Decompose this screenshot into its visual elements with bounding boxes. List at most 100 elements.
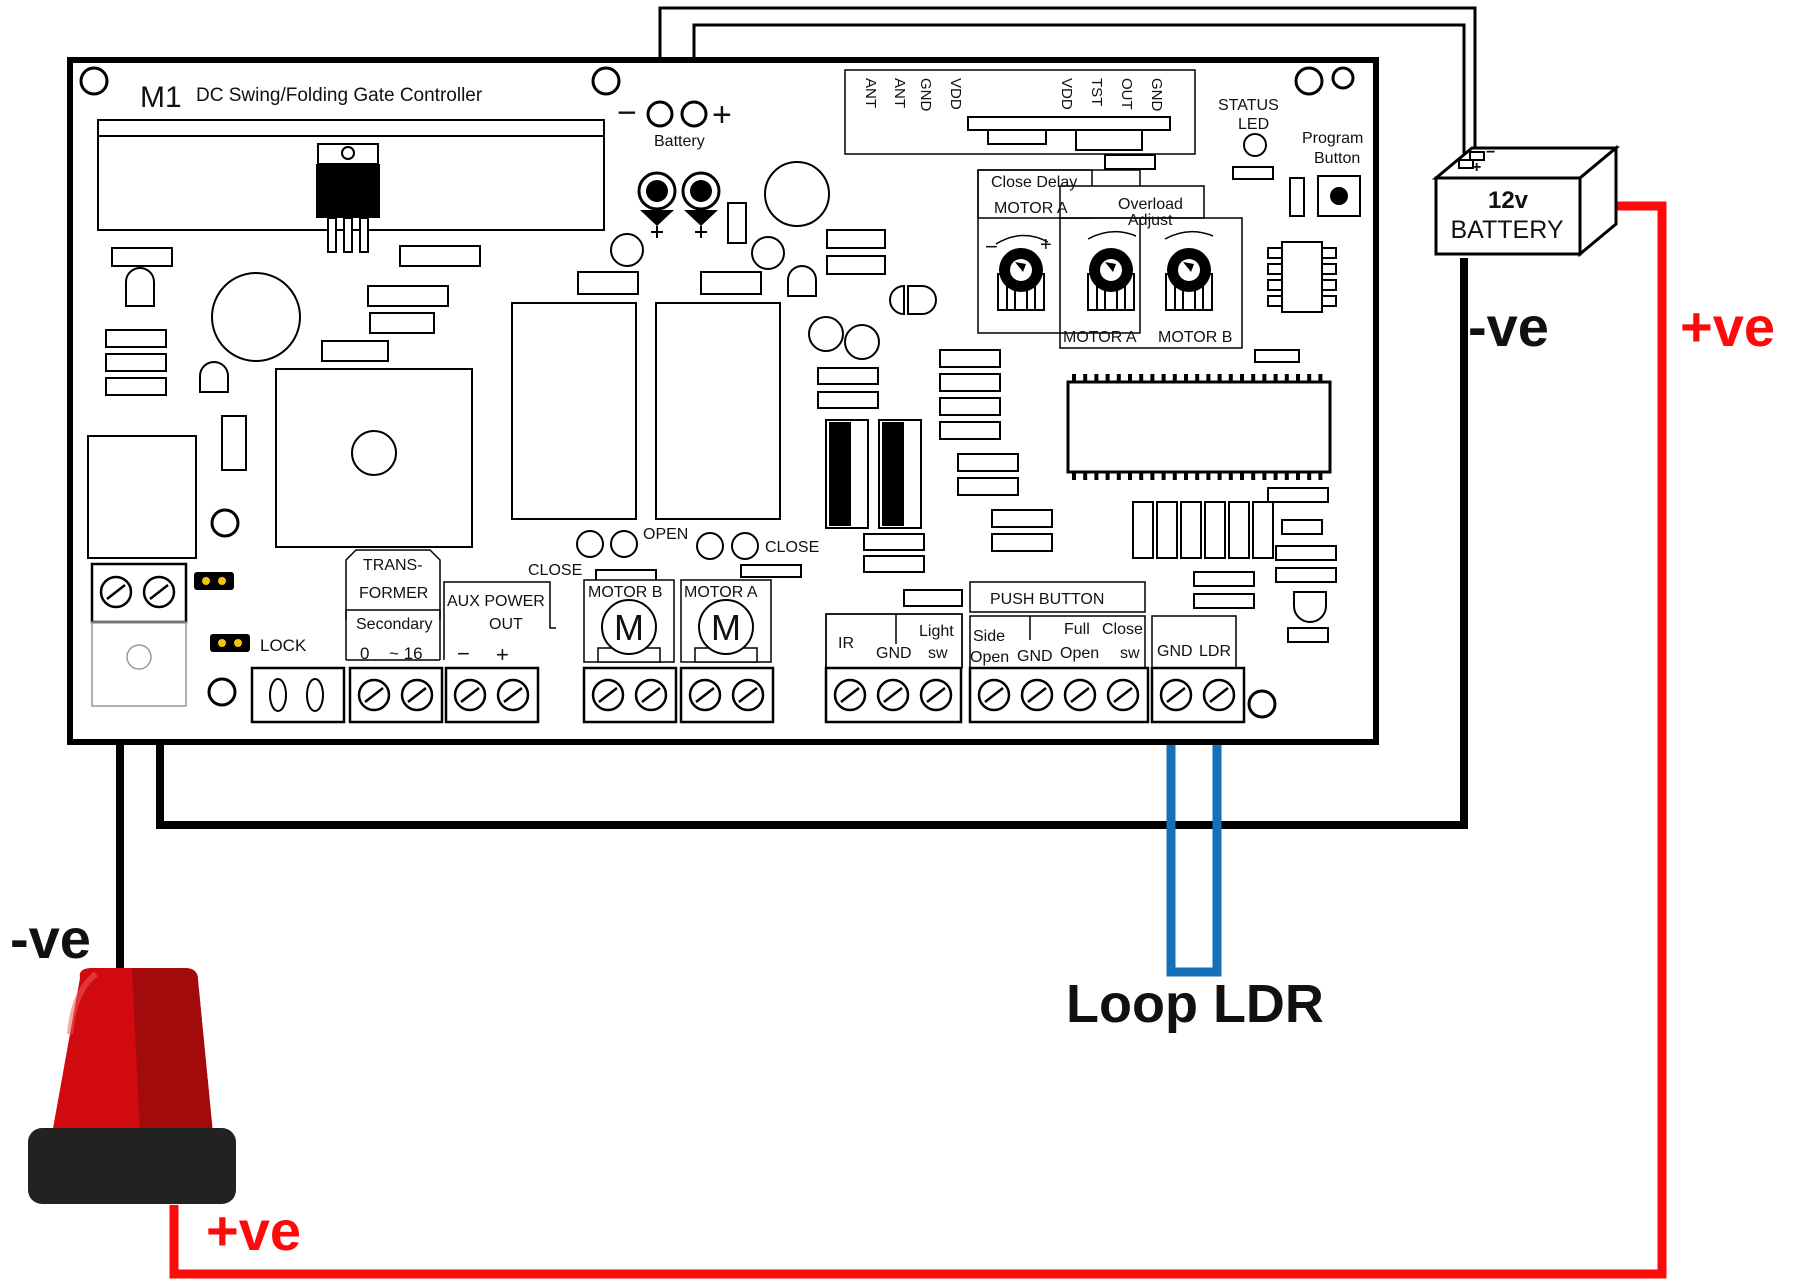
pot-close-delay: [997, 248, 1045, 311]
pb-gnd-label: GND: [1017, 648, 1053, 665]
ic-8pin: [1267, 241, 1337, 313]
status-led: [1243, 133, 1267, 157]
motor-b-symbol: M: [614, 607, 644, 648]
lock-label: LOCK: [260, 636, 307, 655]
terminal-aux-power: [444, 666, 540, 724]
board-battery-terminal-positive: [680, 100, 708, 128]
terminal-transformer: [348, 666, 444, 724]
transformer-label-1: TRANS-: [363, 557, 423, 574]
led-label-open: OPEN: [643, 526, 688, 543]
aux-out-label: OUT: [489, 616, 523, 633]
battery-plus-sign: +: [1472, 159, 1481, 176]
program-button-label-1: Program: [1302, 130, 1363, 147]
relay-1: [511, 302, 637, 520]
pot-minus: −: [985, 234, 998, 259]
ir-gnd-label: GND: [876, 645, 912, 662]
mounting-holes: [79, 66, 1355, 719]
loop-ldr-label: Loop LDR: [1066, 974, 1324, 1034]
resistor-bank: [1132, 501, 1274, 559]
pot-plus: +: [1040, 234, 1052, 256]
battery-terminal-plus: [1458, 159, 1474, 169]
secondary-pin-0: 0: [360, 644, 369, 663]
header-pin-8: GND: [1148, 78, 1165, 112]
voltage-regulator: [316, 143, 380, 253]
battery-negative-label: -ve: [1468, 295, 1549, 358]
light-label: Light: [919, 623, 954, 640]
header-pin-1: ANT: [862, 78, 879, 108]
board-battery-plus: +: [712, 96, 732, 134]
header-pin-7: OUT: [1118, 78, 1135, 110]
board-model: M1: [140, 81, 182, 114]
loop-ldr-wire: [1166, 698, 1222, 977]
push-button-title: PUSH BUTTON: [990, 591, 1104, 608]
board-battery-minus: −: [617, 94, 637, 132]
battery-voltage: 12v: [1488, 187, 1529, 214]
terminal-motor-a: [679, 666, 775, 724]
led-label-close-a: CLOSE: [528, 562, 582, 579]
terminal-motor-b: [582, 666, 678, 724]
header-pin-labels: ANT ANT GND VDD VDD TST OUT GND: [862, 78, 1165, 112]
secondary-label: Secondary: [356, 616, 433, 633]
terminal-blocks: [99, 575, 1246, 724]
overload-label: Overload: [1118, 196, 1183, 213]
board-battery-terminal-negative: [646, 100, 674, 128]
battery-positive-label: +ve: [1680, 295, 1775, 358]
pot-overload-motor-a: [1087, 248, 1135, 311]
ir-label: IR: [838, 635, 854, 652]
mosfets: [825, 419, 922, 529]
positive-wire: [169, 201, 1667, 1279]
pb-close-label: Close: [1102, 621, 1143, 638]
terminal-ir: [824, 666, 963, 724]
led-diodes: [637, 171, 721, 238]
pb-side-label: Side: [973, 628, 1005, 645]
board-title: DC Swing/Folding Gate Controller: [196, 85, 483, 106]
program-button-label-2: Button: [1314, 150, 1360, 167]
light-sw-label: sw: [928, 645, 948, 662]
header-pin-2: ANT: [891, 78, 908, 108]
potentiometers: [995, 230, 1214, 311]
relay-2: [655, 302, 781, 520]
transformer-label-2: FORMER: [359, 585, 428, 602]
motor-b-label: MOTOR B: [588, 584, 662, 601]
pb-open-label: Open: [970, 649, 1009, 666]
adjust-label: Adjust: [1128, 212, 1173, 229]
terminal-ldr: [1150, 666, 1246, 724]
status-led-label-1: STATUS: [1218, 97, 1279, 114]
ldr-gnd-label: GND: [1157, 643, 1193, 660]
motor-a-symbol: M: [711, 607, 741, 648]
secondary-pin-16: ~ 16: [389, 644, 423, 663]
battery: − + 12v BATTERY: [1431, 144, 1621, 258]
push-button-title-box: [969, 581, 1146, 613]
battery-terminal-minus: [1469, 151, 1485, 161]
terminal-power-input: [99, 575, 176, 609]
jumper-1: [194, 572, 234, 590]
header-pin-5: VDD: [1058, 78, 1075, 110]
aux-pin-plus: +: [496, 642, 509, 667]
warning-lamp: [28, 968, 236, 1204]
header-pin-6: TST: [1088, 78, 1105, 106]
pb-close-sw-label: sw: [1120, 645, 1140, 662]
status-led-label-2: LED: [1238, 116, 1269, 133]
program-button-dot: [1330, 187, 1348, 205]
board-battery-label: Battery: [654, 133, 705, 150]
microcontroller-chip: [1066, 374, 1332, 480]
terminal-lock: [250, 666, 346, 724]
ldr-label: LDR: [1199, 643, 1231, 660]
pb-full-label: Full: [1064, 621, 1090, 638]
terminal-push-button: [968, 666, 1150, 724]
battery-label: BATTERY: [1451, 216, 1564, 244]
pb-full-open-label: Open: [1060, 645, 1099, 662]
battery-minus-sign: −: [1486, 144, 1495, 161]
pot-label-motor-a: MOTOR A: [1063, 329, 1137, 346]
led-label-close-b: CLOSE: [765, 539, 819, 556]
close-delay-label: Close Delay: [991, 174, 1077, 191]
capacitor: [764, 161, 830, 227]
header-pin-3: GND: [917, 78, 934, 112]
pot-label-motor-b: MOTOR B: [1158, 329, 1232, 346]
pot-overload-motor-b: [1165, 248, 1213, 311]
large-capacitor: [211, 272, 301, 362]
controller-board: M1 DC Swing/Folding Gate Controller − + …: [67, 57, 1379, 745]
header-pin-4: VDD: [947, 78, 964, 110]
